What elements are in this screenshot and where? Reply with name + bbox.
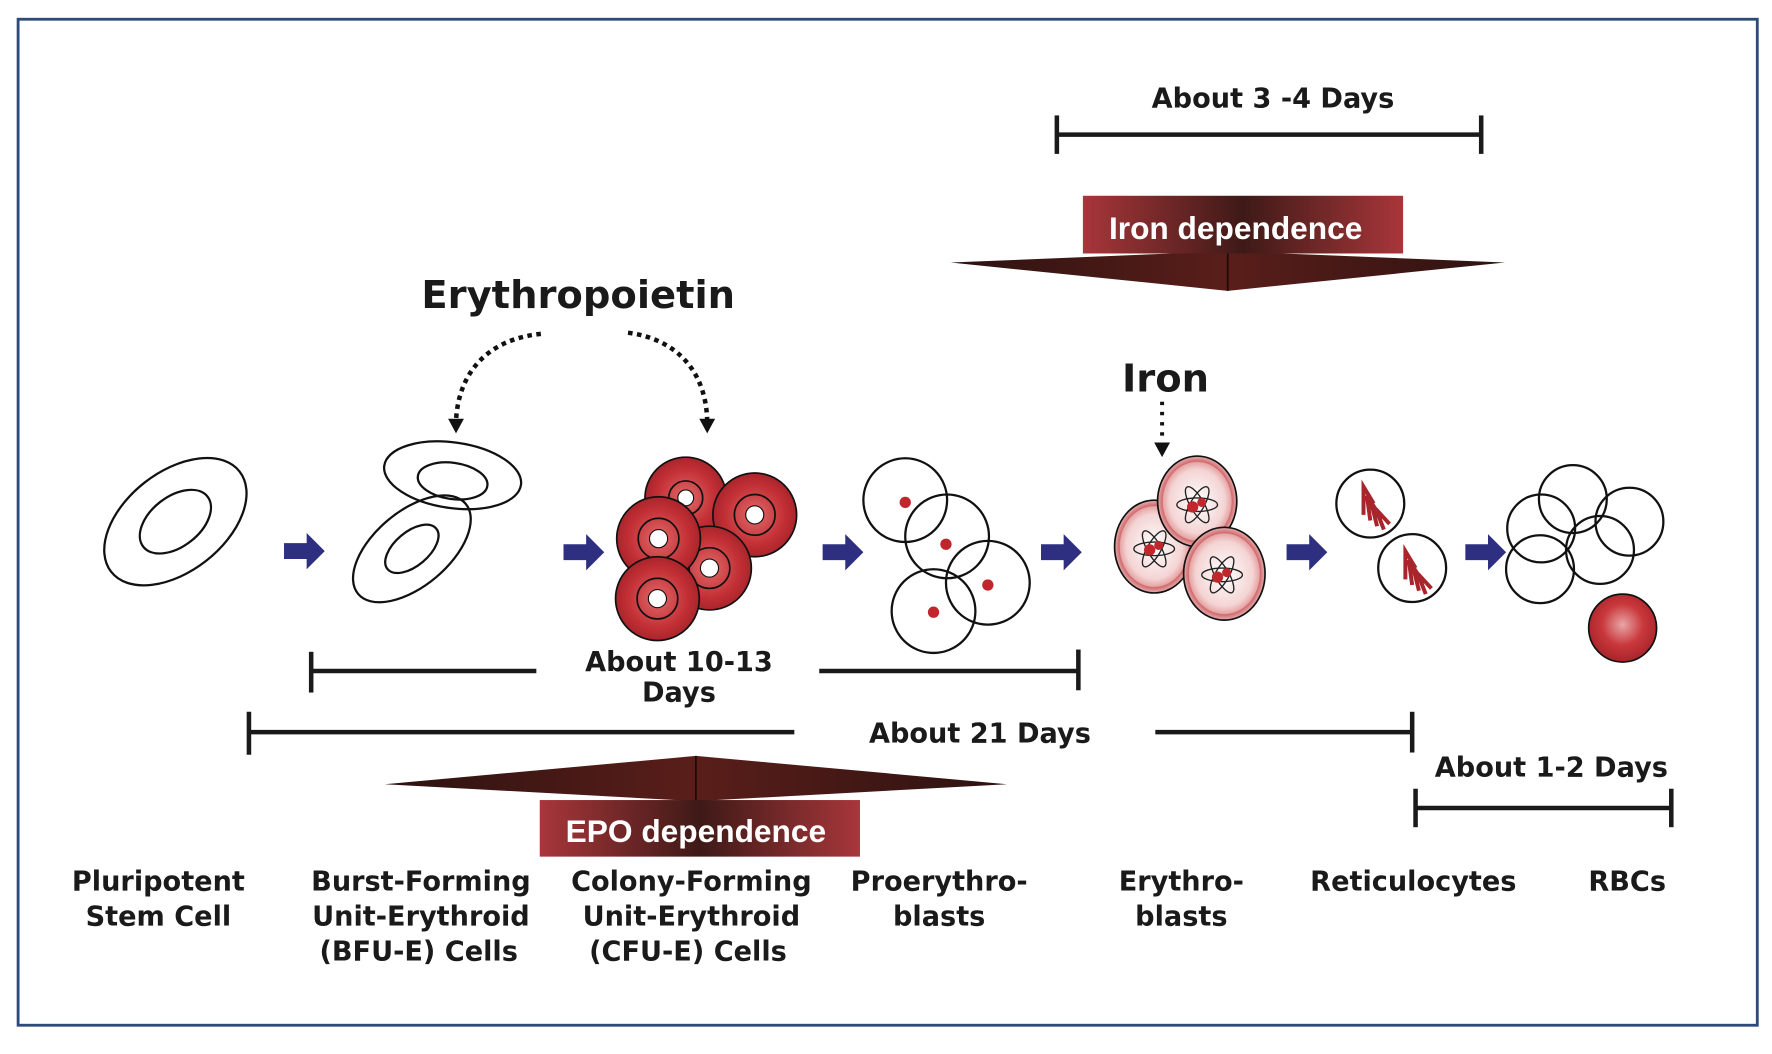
flow-arrows	[284, 532, 1507, 571]
duration-iron-phase: About 3 -4 Days	[1054, 84, 1484, 154]
stage-label-line: Reticulocytes	[1310, 867, 1516, 898]
iron-dependence-banner: Iron dependence	[950, 195, 1505, 291]
stage-label-line: Erythro-	[1119, 867, 1244, 898]
flow-arrow-icon	[822, 534, 864, 571]
arrowhead-icon	[448, 418, 464, 434]
stage-label-line: (BFU-E) Cells	[319, 937, 517, 968]
cell-nucleus-dot	[940, 538, 952, 550]
erythropoietin-signal: Erythropoietin	[421, 273, 735, 434]
stage-label-line: Pluripotent	[72, 867, 245, 898]
stage-label-cfu-e: Colony-Forming Unit-Erythroid (CFU-E) Ce…	[571, 867, 812, 968]
epo-dependence-label: EPO dependence	[566, 813, 826, 849]
cell-erythroblasts	[1113, 455, 1266, 621]
stage-label-bfu-e: Burst-Forming Unit-Erythroid (BFU-E) Cel…	[311, 867, 531, 968]
cell-membrane	[1564, 514, 1636, 586]
stage-labels: Pluripotent Stem Cell Burst-Forming Unit…	[72, 867, 1666, 968]
stage-label-pluripotent: Pluripotent Stem Cell	[72, 867, 245, 933]
flow-arrow-icon	[1286, 534, 1328, 571]
cell-nucleus	[384, 523, 440, 575]
cell-nucleus-dot	[899, 496, 911, 509]
flow-arrow-icon	[1041, 534, 1082, 571]
duration-early-phase-label-line2: Days	[642, 678, 716, 709]
duration-early-phase: About 10-13 Days	[308, 647, 1081, 709]
cell-bfu-e	[351, 440, 523, 604]
iron-signal: Iron	[1122, 357, 1209, 458]
cell-membrane	[1504, 534, 1576, 605]
stage-label-line: Burst-Forming	[311, 867, 531, 898]
dotted-arrow-to-cfue	[627, 330, 710, 422]
flow-arrow-icon	[563, 534, 605, 571]
flow-arrow-icon	[284, 532, 325, 570]
cell-membrane	[1377, 532, 1448, 604]
duration-maturation-label: About 1-2 Days	[1435, 752, 1668, 783]
stage-label-line: RBCs	[1588, 867, 1666, 898]
cell-reticulocytes	[1335, 468, 1448, 604]
duration-iron-phase-label: About 3 -4 Days	[1152, 84, 1395, 115]
duration-early-phase-label-line1: About 10-13	[585, 647, 773, 678]
iron-dependence-label: Iron dependence	[1109, 210, 1362, 246]
arrowhead-icon	[699, 418, 716, 434]
cell-membrane	[1537, 463, 1608, 535]
cell-nucleus	[138, 488, 213, 555]
cell-rbcs	[1504, 463, 1665, 663]
stage-label-line: Unit-Erythroid	[583, 902, 801, 933]
stage-label-line: Stem Cell	[86, 902, 232, 933]
cell-membrane	[944, 539, 1031, 626]
stage-label-proerythroblasts: Proerythro- blasts	[851, 867, 1028, 933]
cfu-e-cell	[614, 555, 701, 642]
reticulum-icon	[1403, 543, 1433, 595]
stage-label-line: Proerythro-	[851, 867, 1028, 898]
stage-label-erythroblasts: Erythro- blasts	[1119, 867, 1244, 933]
stage-label-line: (CFU-E) Cells	[589, 937, 787, 968]
stage-label-rbcs: RBCs	[1588, 867, 1666, 898]
cell-membrane	[1594, 486, 1665, 557]
cell-membrane	[1335, 468, 1406, 539]
flow-arrow-icon	[1465, 534, 1507, 571]
cell-membrane	[103, 456, 248, 587]
duration-total-label: About 21 Days	[869, 718, 1091, 749]
erythroblast-cell	[1182, 526, 1266, 621]
cell-proerythroblasts	[862, 457, 1031, 655]
erythropoietin-label: Erythropoietin	[421, 273, 735, 318]
cell-cfu-e	[614, 456, 798, 642]
stage-label-line: Colony-Forming	[571, 867, 812, 898]
figure-border	[16, 17, 1759, 1027]
mature-rbc	[1587, 593, 1658, 663]
banner-box	[1082, 195, 1404, 254]
dotted-arrow-to-bfue	[453, 331, 542, 422]
cell-nucleus-dot	[982, 579, 994, 591]
cell-nucleus	[416, 461, 489, 501]
iron-label: Iron	[1122, 357, 1209, 402]
banner-box	[539, 800, 860, 857]
stage-label-line: Unit-Erythroid	[312, 902, 530, 933]
arrowhead-icon	[1154, 442, 1171, 458]
duration-maturation: About 1-2 Days	[1413, 752, 1674, 828]
cell-membrane	[351, 494, 472, 604]
cell-membrane	[890, 568, 977, 655]
cell-pluripotent-stem-cell	[103, 456, 248, 587]
reticulum-icon	[1361, 479, 1391, 531]
cell-nucleus-dot	[927, 606, 940, 618]
cell-membrane	[382, 440, 523, 511]
stage-label-line: blasts	[893, 902, 985, 933]
stage-label-reticulocytes: Reticulocytes	[1310, 867, 1516, 898]
stage-label-line: blasts	[1135, 902, 1227, 933]
duration-total: About 21 Days	[246, 711, 1415, 755]
epo-dependence-banner: EPO dependence	[384, 755, 1008, 857]
